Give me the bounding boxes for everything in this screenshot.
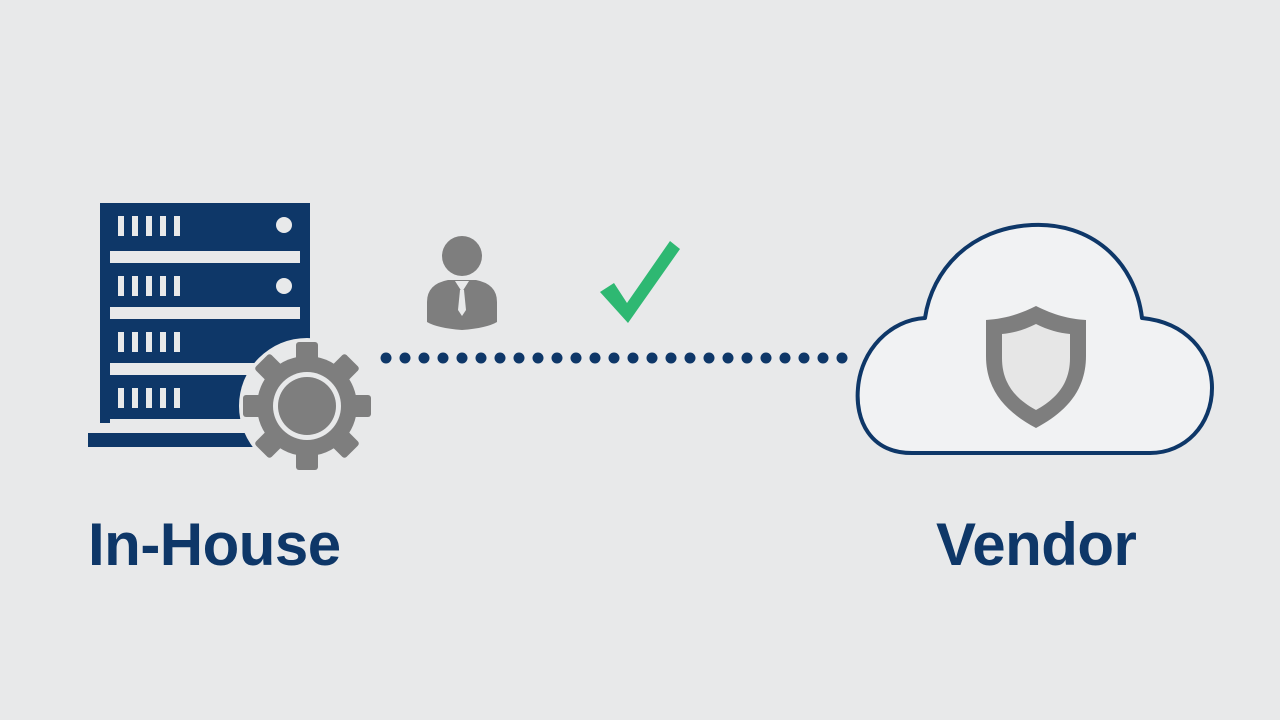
connector-dot <box>627 352 639 364</box>
connector-dot <box>551 352 563 364</box>
connector-dot <box>646 352 658 364</box>
person-icon <box>427 236 497 330</box>
connector-dot <box>513 352 525 364</box>
dotted-connector <box>380 352 848 364</box>
connector-dot <box>760 352 772 364</box>
connector-dot <box>665 352 677 364</box>
connector-dot <box>608 352 620 364</box>
connector-dot <box>475 352 487 364</box>
connector-dot <box>836 352 848 364</box>
connector-dot <box>741 352 753 364</box>
connector-dot <box>399 352 411 364</box>
connector-dot <box>703 352 715 364</box>
connector-dot <box>798 352 810 364</box>
connector-dot <box>722 352 734 364</box>
connector-dot <box>456 352 468 364</box>
connector-dot <box>437 352 449 364</box>
in-house-label: In-House <box>88 511 341 578</box>
checkmark-icon <box>600 241 680 323</box>
connector-dot <box>817 352 829 364</box>
connector-dot <box>380 352 392 364</box>
gear-icon <box>239 338 375 474</box>
vendor-label: Vendor <box>936 511 1137 578</box>
connector-dot <box>532 352 544 364</box>
connector-dot <box>570 352 582 364</box>
connector-dot <box>418 352 430 364</box>
connector-dot <box>589 352 601 364</box>
connector-dot <box>684 352 696 364</box>
connector-dot <box>494 352 506 364</box>
shield-icon <box>986 306 1086 428</box>
connector-dot <box>779 352 791 364</box>
server-rack-icon <box>88 203 310 447</box>
